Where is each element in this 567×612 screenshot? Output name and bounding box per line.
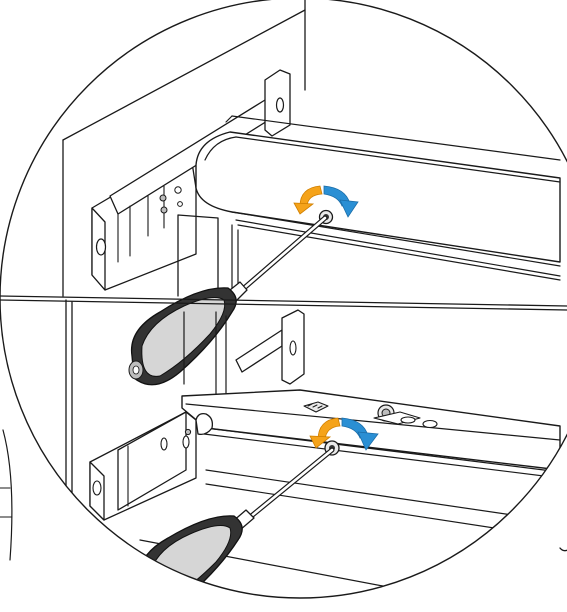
panel-divider xyxy=(0,295,567,307)
left-partial-detail xyxy=(0,429,13,561)
upper-detail xyxy=(62,0,561,386)
rotate-arrow-icon xyxy=(309,417,379,451)
rotate-arrow-icon xyxy=(293,185,359,218)
right-edge-fragment xyxy=(559,547,567,552)
magnifier-outline xyxy=(0,0,567,599)
